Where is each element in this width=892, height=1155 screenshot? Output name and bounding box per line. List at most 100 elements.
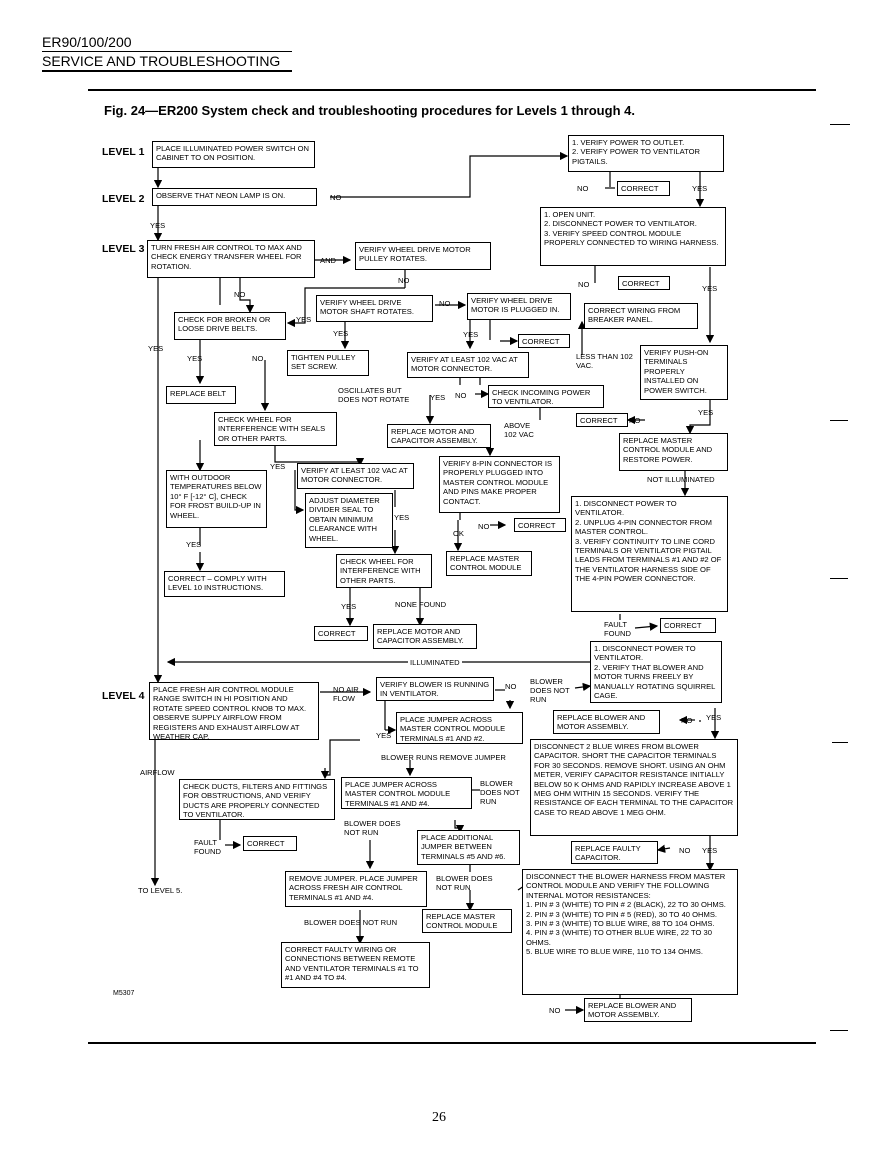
flow-box-correct-faulty-wiring: CORRECT FAULTY WIRING OR CONNECTIONS BET… (281, 942, 430, 988)
edge-label-yes: YES (148, 344, 164, 353)
flow-box-replace-master-a: REPLACE MASTER CONTROL MODULE AND RESTOR… (619, 433, 728, 471)
edge-label-none-found: NONE FOUND (395, 600, 447, 609)
page-number: 26 (432, 1110, 446, 1125)
flow-box-check-ducts: CHECK DUCTS, FILTERS AND FITTINGS FOR OB… (179, 779, 335, 820)
edge-label-blower-runs: BLOWER RUNS REMOVE JUMPER (381, 753, 506, 762)
edge-label-fault-found: FAULT FOUND (604, 620, 631, 638)
document-model-header: ER90/100/200 (42, 34, 132, 50)
flow-box-correct-wiring: CORRECT WIRING FROM BREAKER PANEL. (584, 303, 698, 329)
flow-box-verify-power-outlet: 1. VERIFY POWER TO OUTLET. 2. VERIFY POW… (568, 135, 724, 172)
flow-box-102vac-motor-b: VERIFY AT LEAST 102 VAC AT MOTOR CONNECT… (297, 463, 414, 489)
level-3-label: LEVEL 3 (102, 243, 145, 255)
figure-code: M5307 (113, 990, 135, 997)
flow-box-correct-none-found: CORRECT (314, 626, 368, 641)
document-section-header: SERVICE AND TROUBLESHOOTING (42, 53, 281, 69)
edge-label-airflow: AIRFLOW (140, 768, 175, 777)
edge-label-yes: YES (150, 221, 166, 230)
edge-label-oscillates: OSCILLATES BUT DOES NOT ROTATE (338, 386, 410, 404)
edge-label-less-than: LESS THAN 102 VAC. (576, 352, 633, 370)
flow-box-correct-plugged: CORRECT (518, 334, 570, 348)
flow-box-fresh-air-max: TURN FRESH AIR CONTROL TO MAX AND CHECK … (147, 240, 315, 278)
edge-label-illuminated: ILLUMINATED (408, 658, 462, 667)
flow-box-adjust-divider: ADJUST DIAMETER DIVIDER SEAL TO OBTAIN M… (305, 493, 393, 548)
flow-box-check-incoming-power: CHECK INCOMING POWER TO VENTILATOR. (488, 385, 604, 408)
edge-label-yes: YES (186, 540, 202, 549)
binding-mark (830, 578, 848, 585)
flow-box-102vac-motor-a: VERIFY AT LEAST 102 VAC AT MOTOR CONNECT… (407, 352, 529, 378)
flow-box-check-belts: CHECK FOR BROKEN OR LOOSE DRIVE BELTS. (174, 312, 286, 340)
level-2-label: LEVEL 2 (102, 193, 145, 205)
edge-label-yes: YES (333, 329, 349, 338)
edge-label-yes: YES (463, 330, 479, 339)
flow-box-replace-blower-a: REPLACE BLOWER AND MOTOR ASSEMBLY. (553, 710, 660, 734)
binding-mark (830, 1030, 848, 1037)
flow-box-push-on-terminals: VERIFY PUSH-ON TERMINALS PROPERLY INSTAL… (640, 345, 728, 400)
flow-box-additional-jumper: PLACE ADDITIONAL JUMPER BETWEEN TERMINAL… (417, 830, 520, 865)
edge-label-yes: YES (698, 408, 714, 417)
edge-label-not-illuminated: NOT ILLUMINATED (647, 475, 715, 484)
edge-label-above: ABOVE 102 VAC (504, 421, 534, 439)
flow-box-replace-motor-a: REPLACE MOTOR AND CAPACITOR ASSEMBLY. (387, 424, 491, 448)
edge-label-no: NO (577, 184, 589, 193)
binding-mark (830, 124, 850, 131)
edge-label-blower-does-not-run: BLOWER DOES NOT RUN (530, 677, 570, 704)
edge-label-yes: YES (270, 462, 286, 471)
edge-label-no: NO (505, 682, 517, 691)
edge-label-no: NO (398, 276, 410, 285)
edge-label-no: NO (455, 391, 467, 400)
edge-label-no: NO (478, 522, 490, 531)
flow-box-capacitor-test: DISCONNECT 2 BLUE WIRES FROM BLOWER CAPA… (530, 739, 738, 836)
edge-label-yes: YES (706, 713, 722, 722)
flow-box-wheel-other-parts: CHECK WHEEL FOR INTERFERENCE WITH OTHER … (336, 554, 432, 588)
flow-box-tighten-pulley: TIGHTEN PULLEY SET SCREW. (287, 350, 369, 376)
flow-box-frost-check: WITH OUTDOOR TEMPERATURES BELOW 10° F [-… (166, 470, 267, 528)
binding-mark (830, 420, 848, 427)
header-rule (42, 51, 292, 52)
edge-label-no: NO (252, 354, 264, 363)
edge-label-no-air-flow: NO AIR FLOW (333, 685, 359, 703)
flow-box-disconnect-squirrel: 1. DISCONNECT POWER TO VENTILATOR. 2. VE… (590, 641, 722, 703)
edge-label-blower-does-not-run: BLOWER DOES NOT RUN (344, 819, 401, 837)
edge-label-no: NO (629, 416, 641, 425)
flow-box-power-switch: PLACE ILLUMINATED POWER SWITCH ON CABINE… (152, 141, 315, 168)
flow-box-replace-motor-b: REPLACE MOTOR AND CAPACITOR ASSEMBLY. (373, 624, 477, 649)
level-4-label: LEVEL 4 (102, 690, 145, 702)
edge-label-to-level-5: TO LEVEL 5. (138, 886, 183, 895)
edge-label-and: AND (320, 256, 337, 265)
flow-box-correct-l2: CORRECT (617, 181, 670, 196)
flow-box-replace-master-c: REPLACE MASTER CONTROL MODULE (422, 909, 512, 933)
edge-label-yes: YES (430, 393, 446, 402)
edge-label-blower-does-not-run: BLOWER DOES NOT RUN (436, 874, 493, 892)
edge-label-no: NO (679, 846, 691, 855)
flow-box-neon-lamp: OBSERVE THAT NEON LAMP IS ON. (152, 188, 317, 206)
header-rule-thick (42, 70, 292, 72)
flow-box-disconnect-power-4pin: 1. DISCONNECT POWER TO VENTILATOR. 2. UN… (571, 496, 728, 612)
bottom-rule (88, 1042, 816, 1044)
flow-box-shaft-rotates: VERIFY WHEEL DRIVE MOTOR SHAFT ROTATES. (316, 295, 433, 322)
flow-box-8pin-connector: VERIFY 8-PIN CONNECTOR IS PROPERLY PLUGG… (439, 456, 560, 513)
top-rule (88, 89, 816, 91)
flow-box-correct-level10: CORRECT – COMPLY WITH LEVEL 10 INSTRUCTI… (164, 571, 285, 597)
flow-box-replace-belt: REPLACE BELT (166, 386, 236, 404)
edge-label-yes: YES (702, 846, 718, 855)
edge-label-yes: YES (296, 315, 312, 324)
edge-label-yes: YES (692, 184, 708, 193)
edge-label-blower-does-not-run: BLOWER DOES NOT RUN (304, 918, 398, 927)
edge-label-yes: YES (187, 354, 203, 363)
edge-label-no: NO (439, 299, 451, 308)
flow-box-replace-blower-b: REPLACE BLOWER AND MOTOR ASSEMBLY. (584, 998, 692, 1022)
edge-label-yes: YES (341, 602, 357, 611)
edge-label-yes: YES (702, 284, 718, 293)
flow-box-jumper-1-4: PLACE JUMPER ACROSS MASTER CONTROL MODUL… (341, 777, 472, 809)
flow-box-jumper-1-2: PLACE JUMPER ACROSS MASTER CONTROL MODUL… (396, 712, 523, 744)
edge-label-no: NO (234, 290, 246, 299)
flow-box-verify-blower: VERIFY BLOWER IS RUNNING IN VENTILATOR. (376, 677, 494, 701)
binding-mark (832, 742, 848, 749)
flow-box-remove-jumper: REMOVE JUMPER. PLACE JUMPER ACROSS FRESH… (285, 871, 427, 907)
edge-label-ok: OK (453, 529, 464, 538)
edge-label-no: NO (330, 193, 342, 202)
edge-label-no: NO (681, 716, 693, 725)
flow-box-plugged-in: VERIFY WHEEL DRIVE MOTOR IS PLUGGED IN. (467, 293, 571, 320)
flow-box-replace-master-b: REPLACE MASTER CONTROL MODULE (446, 551, 532, 576)
